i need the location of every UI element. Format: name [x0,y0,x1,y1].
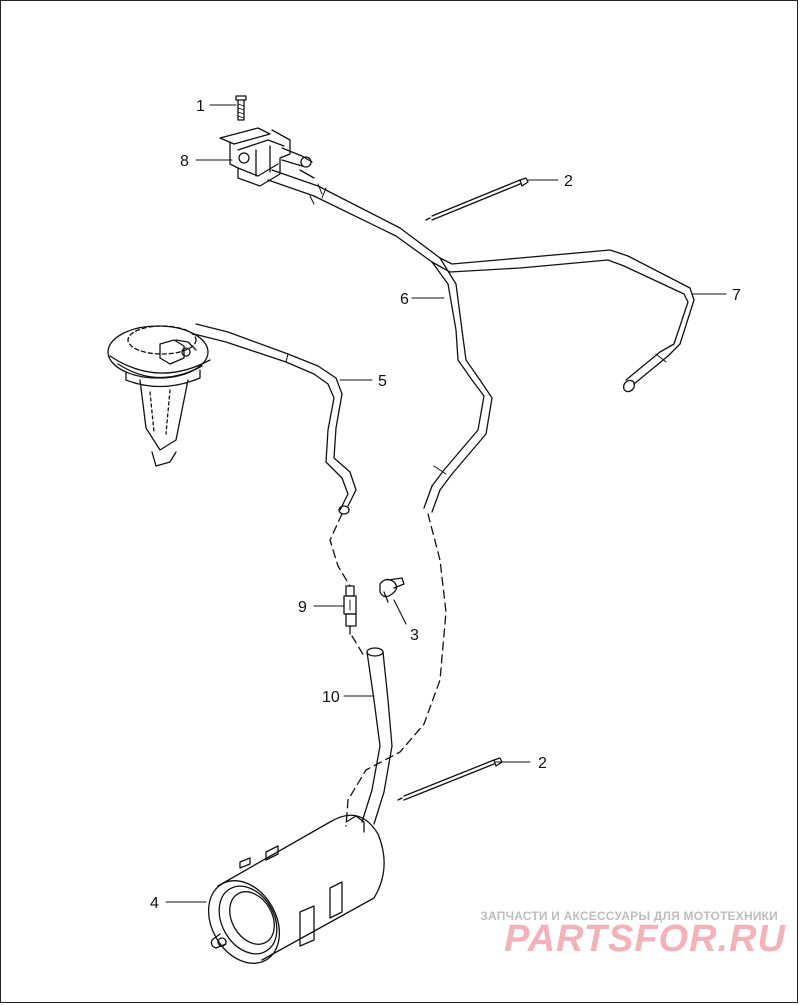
cable-strap-part-2-lower [397,757,503,801]
vent-hoses-part-6-7 [267,169,695,513]
callout-5: 5 [378,373,387,390]
watermark-logo: PARTSFOR.RU [504,918,786,960]
routing-dashed-line [345,513,447,827]
fuel-pump-flange [107,325,211,467]
hose-clamp-part-3 [379,577,405,603]
watermark-tagline: ЗАПЧАСТИ И АКСЕССУАРЫ ДЛЯ МОТОТЕХНИКИ [480,909,778,923]
cable-strap-part-2-upper [425,177,529,221]
hose-part-10 [361,647,393,825]
screw-part-1 [235,95,247,121]
callout-9: 9 [298,599,307,616]
callout-4: 4 [150,895,159,912]
check-valve-part-9 [343,585,365,657]
callout-10: 10 [322,689,340,706]
callout-labels: 1 8 2 6 7 5 9 3 10 2 4 [150,98,741,912]
callout-1: 1 [196,98,205,115]
callout-6: 6 [400,291,409,308]
callout-7: 7 [732,287,741,304]
solenoid-valve-part-8 [219,127,315,187]
callout-3: 3 [410,627,419,644]
hose-part-5 [193,323,357,587]
leader-lines [165,104,727,903]
callout-2-lower: 2 [538,755,547,772]
callout-2-upper: 2 [564,173,573,190]
callout-8: 8 [180,153,189,170]
vapor-canister-part-4 [207,814,385,964]
